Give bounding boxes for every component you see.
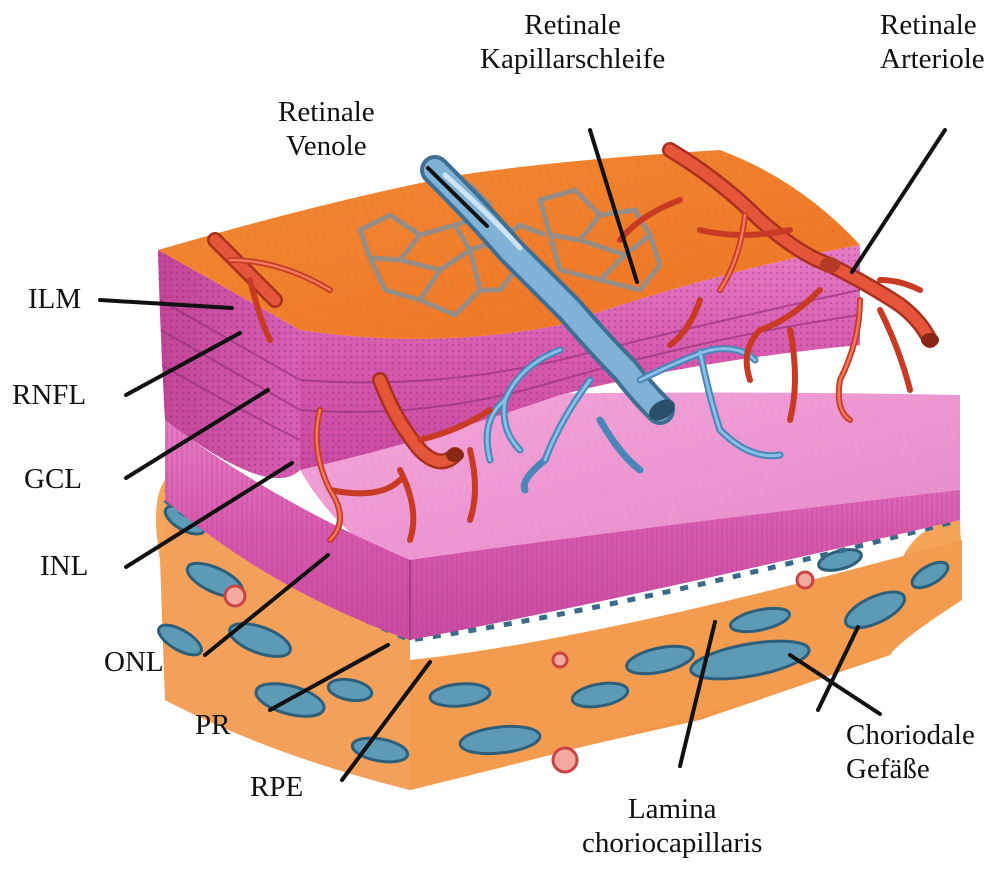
label-retinal-venule: Retinale Venole	[278, 95, 375, 163]
label-pr: PR	[195, 708, 230, 742]
label-choroidal-vessels: Choriodale Gefäße	[846, 718, 975, 786]
label-ilm: ILM	[28, 282, 81, 316]
label-rnfl: RNFL	[12, 378, 86, 412]
label-inl: INL	[40, 549, 88, 583]
label-retinal-arteriole: Retinale Arteriole	[880, 8, 985, 76]
label-lamina-choriocapillaris: Lamina choriocapillaris	[582, 792, 762, 860]
label-retinal-capillary-loop: Retinale Kapillarschleife	[480, 8, 665, 76]
label-gcl: GCL	[24, 462, 82, 496]
label-onl: ONL	[104, 645, 164, 679]
label-rpe: RPE	[250, 770, 303, 804]
